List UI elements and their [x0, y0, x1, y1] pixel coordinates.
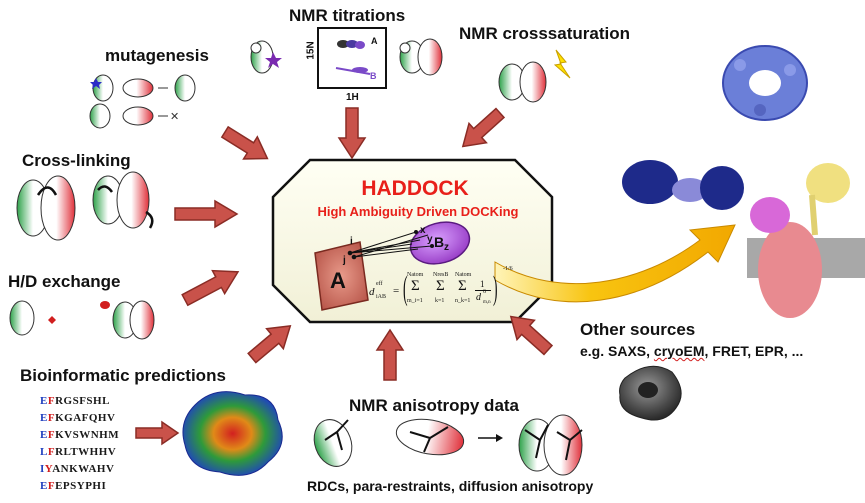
- molecule-a-label: A: [330, 268, 346, 293]
- formula-lhs: d: [369, 286, 375, 298]
- formula-sum2-bot: k=1: [435, 298, 445, 304]
- sequence-residue-conserved-1: E: [40, 429, 48, 441]
- label-nmr-crosssaturation: NMR crosssaturation: [459, 24, 630, 43]
- output-arrow: [494, 224, 736, 303]
- atom-x-label: x: [420, 225, 426, 236]
- formula-den: d: [476, 292, 481, 303]
- sequence-residue-conserved-1: I: [40, 463, 45, 475]
- sequence-residue-conserved-1: E: [40, 395, 48, 407]
- arrow-from-mutagenesis: [220, 125, 269, 160]
- atom-i-label: i: [350, 236, 353, 247]
- sequence-row: IYANKWAHV: [40, 463, 114, 475]
- axis-1h: 1H: [346, 92, 359, 103]
- axis-15n: 15N: [305, 41, 317, 60]
- label-mutagenesis: mutagenesis: [105, 46, 209, 65]
- label-bioinformatic: Bioinformatic predictions: [20, 366, 226, 385]
- arrow-sequence-to-structure: [135, 420, 180, 446]
- arrow-from-cross-linking: [174, 199, 239, 229]
- formula-sum3-top: Natom: [455, 272, 472, 278]
- sequence-residue-conserved-2: Y: [44, 463, 53, 475]
- sequence-residue-conserved-2: F: [47, 429, 56, 441]
- blue-complex: [622, 160, 744, 210]
- sequence-residues: RGSFSHL: [55, 395, 110, 407]
- formula-sum3-bot: n_k=1: [455, 298, 471, 304]
- membrane-complex: [750, 163, 850, 318]
- arrow-from-other-sources: [509, 315, 554, 356]
- saxs-envelope: [619, 365, 682, 421]
- atom-j-label: j: [343, 255, 346, 266]
- hd-exchange-proteins: [9, 300, 155, 340]
- formula-sum2-top: NresB: [433, 272, 449, 278]
- formula-eq: =: [393, 285, 400, 297]
- haddock-title: HADDOCK: [361, 177, 469, 200]
- formula-den-sup: 6: [483, 289, 486, 295]
- formula-sum1-bot: m_i=1: [407, 298, 423, 304]
- sequence-row: EFKGAFQHV: [40, 412, 115, 424]
- sequence-row: EFEPSYPHI: [40, 480, 106, 492]
- sequence-residues: KGAFQHV: [55, 412, 116, 424]
- peak-label-a: A: [371, 36, 378, 46]
- sequence-residue-conserved-2: F: [47, 395, 56, 407]
- label-other-sources-examples: e.g. SAXS, cryoEM, FRET, EPR, ...: [580, 343, 804, 359]
- sequence-residues: RLTWHHV: [55, 446, 117, 458]
- label-hd-exchange: H/D exchange: [8, 272, 121, 291]
- nmr-spectrum: [317, 27, 387, 89]
- arrow-from-nmr-titrations: [337, 107, 367, 160]
- sequence-residue-conserved-1: L: [40, 446, 48, 458]
- peak-label-b: B: [370, 71, 377, 81]
- sequence-row: LFRLTWHHV: [40, 446, 116, 458]
- result-structures: [622, 45, 865, 318]
- ring-complex: [722, 45, 808, 121]
- mutagenesis-proteins: ✕: [89, 74, 196, 129]
- bioinformatic-surface: [182, 391, 283, 476]
- anisotropy-proteins: [313, 414, 583, 476]
- arrow-from-nmr-anisotropy: [375, 328, 405, 381]
- formula-num: 1: [480, 279, 485, 289]
- label-nmr-titrations: NMR titrations: [289, 6, 406, 25]
- sequence-residue-conserved-1: E: [40, 412, 48, 424]
- svg-text:✕: ✕: [170, 110, 179, 123]
- haddock-subtitle: High Ambiguity Driven DOCKing: [317, 204, 519, 219]
- sequence-residues: KVSWNHM: [55, 429, 120, 441]
- label-other-sources: Other sources: [580, 320, 696, 339]
- label-nmr-anisotropy: NMR anisotropy data: [349, 396, 520, 415]
- haddock-schematic: [314, 221, 471, 311]
- formula-sum1-top: Natom: [407, 272, 424, 278]
- arrow-from-crosssaturation: [461, 107, 506, 148]
- arrow-from-hd-exchange: [181, 269, 240, 307]
- molecule-b-label: B: [434, 234, 445, 250]
- sequence-row: EFRGSFSHL: [40, 395, 110, 407]
- sequence-residues: EPSYPHI: [55, 480, 107, 492]
- sequence-residue-conserved-2: F: [47, 446, 56, 458]
- label-cross-linking: Cross-linking: [22, 151, 131, 170]
- molecule-b-shape: [409, 221, 471, 265]
- formula-den-sub: m,n: [483, 300, 491, 305]
- formula-lhs-sup: eff: [376, 281, 383, 287]
- sequence-residue-conserved-1: E: [40, 480, 48, 492]
- crosssaturation-proteins: [498, 49, 571, 103]
- sequence-residues: ANKWAHV: [52, 463, 115, 475]
- cross-linking-proteins: [16, 171, 154, 241]
- atom-z-label: z: [444, 242, 449, 253]
- sequence-residue-conserved-2: F: [47, 412, 56, 424]
- label-anisotropy-caption: RDCs, para-restraints, diffusion anisotr…: [307, 478, 594, 494]
- input-arrows: [135, 107, 554, 446]
- formula-lhs-sub: iAB: [376, 294, 387, 300]
- formula-exp: -1/6: [503, 266, 513, 272]
- arrow-from-bioinformatic: [247, 324, 292, 364]
- atom-y-label: y: [427, 234, 433, 245]
- haddock-formula: d eff iAB = ( Natom Σ m_i=1 NresB Σ k=1 …: [369, 266, 513, 307]
- titration-proteins: [250, 38, 443, 76]
- sequence-residue-conserved-2: F: [47, 480, 56, 492]
- sequence-row: EFKVSWNHM: [40, 429, 119, 441]
